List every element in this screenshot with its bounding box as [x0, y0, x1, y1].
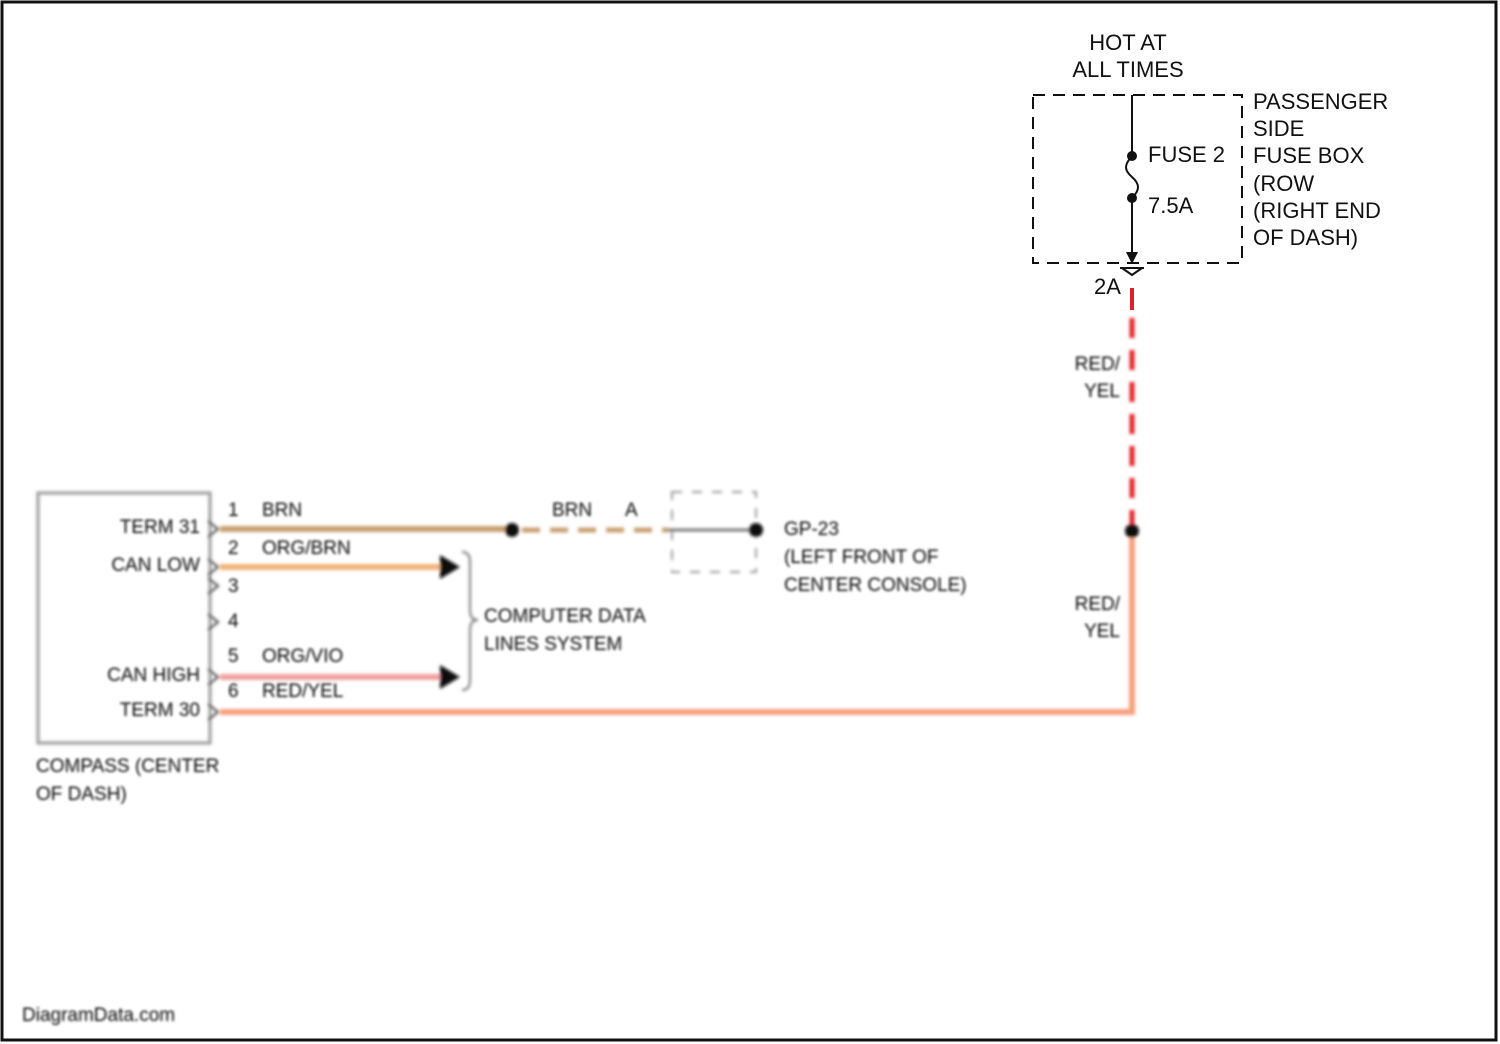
- pin-2-number: 2: [228, 538, 239, 559]
- pin-1-wire-label: BRN: [262, 500, 302, 521]
- splice-dot: [1125, 524, 1139, 538]
- pin-5-wire-label: ORG/VIO: [262, 646, 343, 667]
- compass-caption-1: COMPASS (CENTER: [36, 756, 219, 777]
- fuse-box-label-6: OF DASH): [1253, 225, 1358, 250]
- wire-label-top-2: YEL: [1084, 381, 1120, 402]
- pin-1-name: TERM 31: [120, 517, 200, 538]
- ground-splice-dot: [505, 523, 519, 537]
- ground-connector-box: [672, 492, 756, 572]
- fuse-label: FUSE 2: [1148, 142, 1225, 167]
- wire-label-bottom-2: YEL: [1084, 621, 1120, 642]
- pin-4-number: 4: [228, 611, 239, 632]
- pin-2-wire-label: ORG/BRN: [262, 538, 351, 559]
- pin-2-name: CAN LOW: [111, 555, 200, 576]
- connector-2a-label: 2A: [1094, 274, 1121, 299]
- ground-location-1: (LEFT FRONT OF: [784, 547, 938, 568]
- fuse-box-outline: [1033, 95, 1242, 263]
- blurred-section: [38, 318, 1139, 743]
- ground-location-2: CENTER CONSOLE): [784, 575, 967, 596]
- watermark: DiagramData.com: [22, 1005, 175, 1026]
- fuse-symbol: [1126, 156, 1138, 198]
- pin-5-number: 5: [228, 646, 239, 667]
- connector-2a-icon: [1120, 268, 1144, 275]
- wire-label-bottom-1: RED/: [1075, 594, 1121, 615]
- ground-connector-label: A: [625, 500, 638, 521]
- compass-caption-2: OF DASH): [36, 784, 127, 805]
- ground-name: GP-23: [784, 519, 839, 540]
- can-high-arrow-icon: [440, 665, 460, 689]
- pin-6-wire-label: RED/YEL: [262, 681, 343, 702]
- pin-6-name: TERM 30: [120, 700, 200, 721]
- blurred-text: RED/ YEL RED/ YEL TERM 31 CAN LOW CAN HI…: [22, 354, 1121, 1026]
- power-source-label: HOT AT: [1089, 30, 1166, 55]
- ground-wire-label: BRN: [552, 500, 592, 521]
- fuse-box-label-3: FUSE BOX: [1253, 143, 1365, 168]
- data-lines-label-1: COMPUTER DATA: [484, 606, 646, 627]
- fuse-box-label-1: PASSENGER: [1253, 89, 1388, 114]
- data-lines-label-2: LINES SYSTEM: [484, 634, 622, 655]
- power-source-label-2: ALL TIMES: [1072, 57, 1183, 82]
- pin-3-number: 3: [228, 576, 239, 597]
- pin-1-number: 1: [228, 500, 239, 521]
- pin-6-number: 6: [228, 681, 239, 702]
- wire-label-top-1: RED/: [1075, 354, 1121, 375]
- fuse-box-label-2: SIDE: [1253, 116, 1304, 141]
- fuse-box-label-4: (ROW: [1253, 171, 1314, 196]
- data-lines-brace: [462, 552, 478, 690]
- fuse-box-label-5: (RIGHT END: [1253, 198, 1381, 223]
- ground-point-dot: [749, 523, 763, 537]
- pin-5-name: CAN HIGH: [107, 665, 200, 686]
- can-low-arrow-icon: [440, 555, 460, 579]
- fuse-rating-label: 7.5A: [1148, 193, 1194, 218]
